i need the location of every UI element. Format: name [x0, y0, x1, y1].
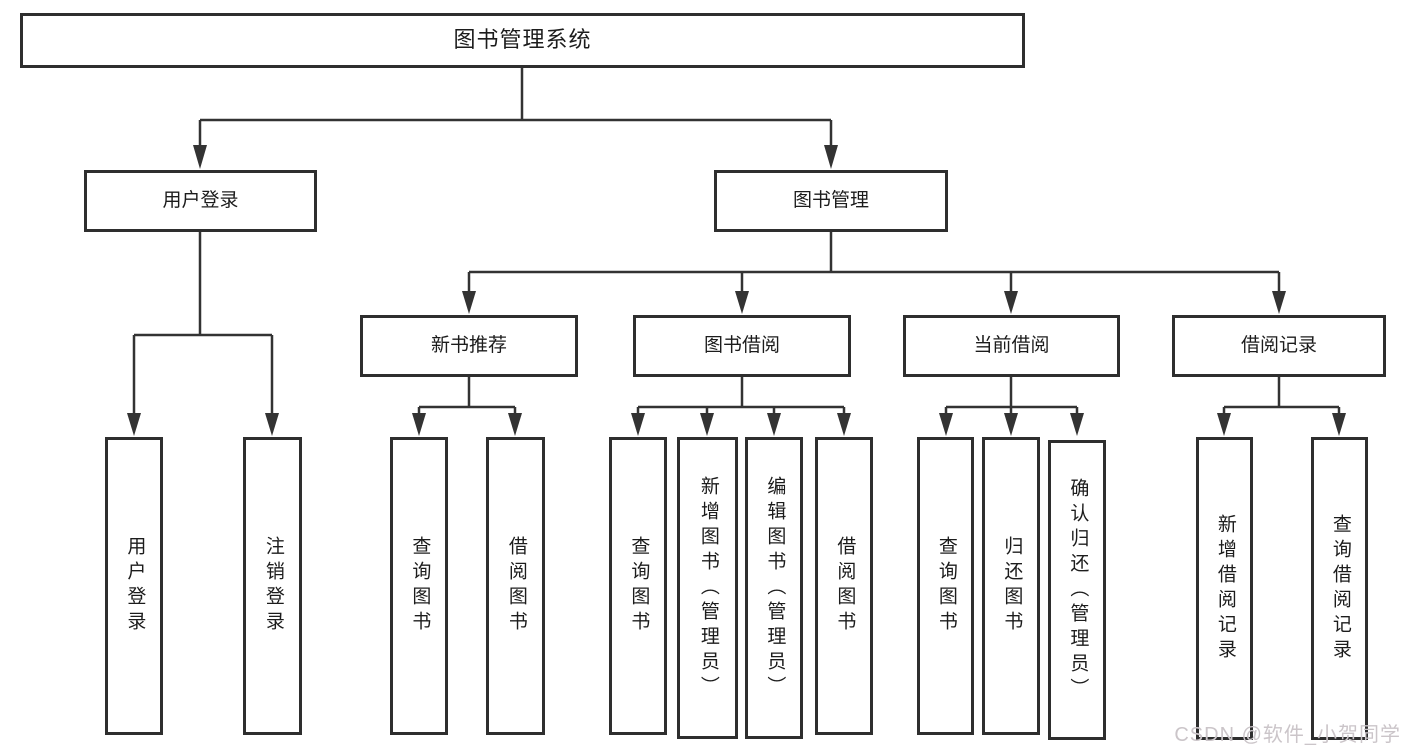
node-system-root: 图书管理系统	[20, 13, 1025, 68]
node-book-management: 图书管理	[714, 170, 948, 232]
node-leaf-logout: 注销登录	[243, 437, 302, 735]
node-new-book-recommend: 新书推荐	[360, 315, 578, 377]
arrowheads	[127, 145, 1346, 436]
node-leaf-add-books-admin: 新增图书（管理员）	[677, 437, 738, 739]
node-current-borrow: 当前借阅	[903, 315, 1120, 377]
node-leaf-user-login: 用户登录	[105, 437, 163, 735]
node-leaf-confirm-return-admin: 确认归还（管理员）	[1048, 440, 1106, 740]
node-leaf-add-borrow-record: 新增借阅记录	[1196, 437, 1253, 740]
node-leaf-query-books-1: 查询图书	[390, 437, 448, 735]
node-leaf-query-borrow-record: 查询借阅记录	[1311, 437, 1368, 740]
node-borrow-records: 借阅记录	[1172, 315, 1386, 377]
node-leaf-borrow-books-2: 借阅图书	[815, 437, 873, 735]
node-book-borrow: 图书借阅	[633, 315, 851, 377]
node-leaf-edit-books-admin: 编辑图书（管理员）	[745, 437, 803, 739]
node-leaf-return-books: 归还图书	[982, 437, 1040, 735]
node-leaf-borrow-books-1: 借阅图书	[486, 437, 545, 735]
node-user-login: 用户登录	[84, 170, 317, 232]
node-leaf-query-books-3: 查询图书	[917, 437, 974, 735]
node-leaf-query-books-2: 查询图书	[609, 437, 667, 735]
